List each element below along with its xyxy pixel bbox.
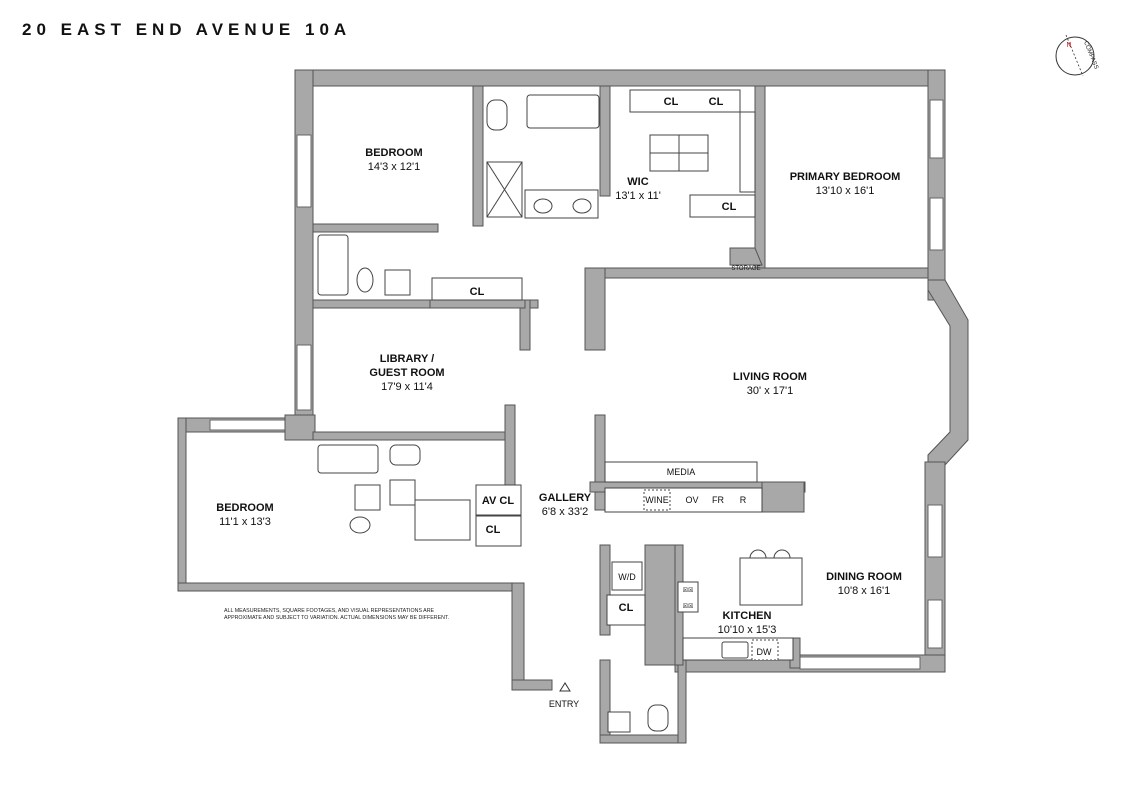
compass-north: N [1066, 42, 1071, 49]
fixtures: ☒☒ ☒☒ [317, 89, 803, 733]
room-bedroom-top-dims: 14'3 x 12'1 [368, 161, 421, 173]
room-bedroom-left-dims: 11'1 x 13'3 [219, 516, 271, 528]
storage-label: STORAGE [731, 266, 760, 272]
listing-title: 20 EAST END AVENUE 10A [22, 20, 352, 39]
closet-label: CL [470, 286, 485, 298]
room-primary-bedroom-dims: 13'10 x 16'1 [816, 185, 875, 197]
room-kitchen-dims: 10'10 x 15'3 [718, 624, 777, 636]
wine-label: WINE [645, 495, 669, 505]
room-library-name2: GUEST ROOM [369, 367, 444, 379]
room-dining-room-dims: 10'8 x 16'1 [838, 585, 891, 597]
refrigerator-label: R [740, 495, 747, 505]
closet-label: CL [486, 524, 501, 536]
oven-label: OV [685, 495, 698, 505]
disclaimer-line1: ALL MEASUREMENTS, SQUARE FOOTAGES, AND V… [224, 608, 435, 614]
room-primary-bedroom-name: PRIMARY BEDROOM [790, 171, 901, 183]
closet-label: CL [619, 602, 634, 614]
room-kitchen-name: KITCHEN [723, 610, 772, 622]
room-dining-room-name: DINING ROOM [826, 571, 902, 583]
dishwasher-label: DW [757, 647, 772, 657]
closet-label: CL [722, 201, 737, 213]
room-library-dims: 17'9 x 11'4 [381, 381, 433, 393]
svg-text:☒☒: ☒☒ [683, 587, 694, 594]
room-library-name: LIBRARY / [380, 353, 434, 365]
disclaimer-line2: APPROXIMATE AND SUBJECT TO VARIATION. AC… [224, 615, 449, 621]
svg-text:☒☒: ☒☒ [683, 603, 694, 610]
room-bedroom-left-name: BEDROOM [216, 502, 273, 514]
room-wic-dims: 13'1 x 11' [615, 190, 661, 202]
washer-dryer-label: W/D [618, 572, 636, 582]
room-living-room-dims: 30' x 17'1 [747, 385, 793, 397]
freezer-label: FR [712, 495, 724, 505]
av-closet-label: AV CL [482, 495, 514, 507]
closet-label: CL [664, 96, 679, 108]
media-label: MEDIA [667, 467, 696, 477]
room-bedroom-top-name: BEDROOM [365, 147, 422, 159]
room-gallery-dims: 6'8 x 33'2 [542, 506, 588, 518]
closet-label: CL [709, 96, 724, 108]
room-living-room-name: LIVING ROOM [733, 371, 807, 383]
compass-icon: N COMPASS [1055, 34, 1099, 77]
room-gallery-name: GALLERY [539, 492, 592, 504]
entry-label: ENTRY [549, 699, 579, 709]
room-wic-name: WIC [627, 176, 648, 188]
